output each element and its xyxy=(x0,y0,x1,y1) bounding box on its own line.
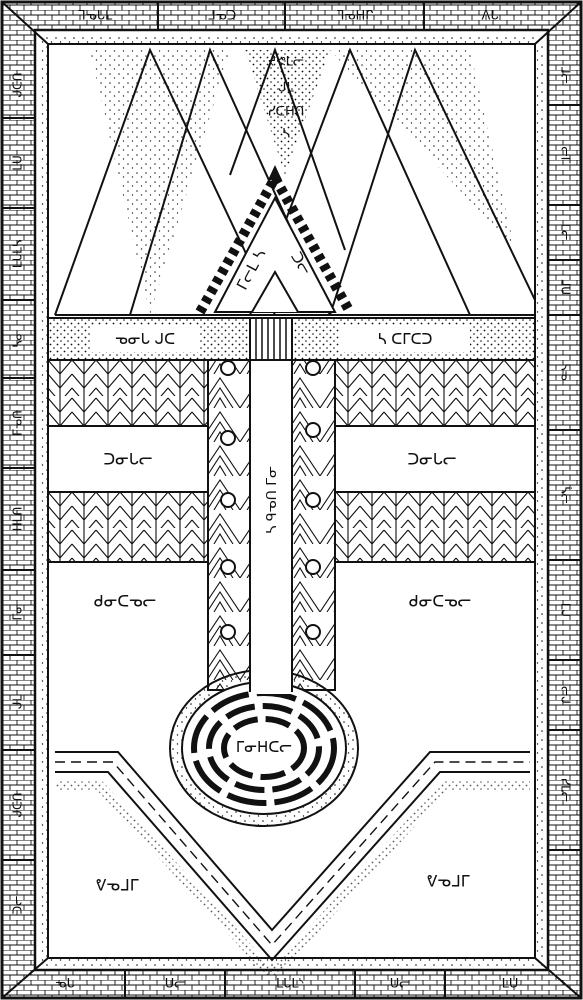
field-label-right-upper: ᑐᓂᒐᓕ xyxy=(408,450,457,469)
field-label-left-lower: ᑯᓂᑕᓀᓕ xyxy=(94,592,157,611)
border-right-label: ᒪᓕ xyxy=(559,224,573,241)
border-top-label: ᒣᓀᕼᒋ xyxy=(337,9,374,24)
bottom-label-left: ᕓᓀᒧᒥ xyxy=(95,876,138,895)
peak-label: ᓴ xyxy=(282,127,290,142)
border-right-label: ᒧᓕ xyxy=(559,66,573,84)
border-bottom-label: ᑌᓕ xyxy=(165,977,186,992)
band-label-left: ᓀᓂᒐ ᒍᑕ xyxy=(115,330,175,348)
road-label: ᓴ ᑫᓀᑎ ᒥᓂ xyxy=(264,466,280,534)
border-left-label: ᒪᑌ xyxy=(11,155,25,170)
border-top-label: ᐱᒐ xyxy=(481,9,498,24)
border-left-label: ᓴᓂ xyxy=(11,330,25,347)
peak-label: ᓯᑕᕼᑎ xyxy=(268,105,305,120)
border-right-label: ᓕᒥ xyxy=(559,147,573,164)
border-left-label: ᒥᓀᑎ xyxy=(11,410,25,436)
border-top-label: ᒣᓀᒐᒪ xyxy=(78,9,113,24)
border-left-label: ᒥᓂ xyxy=(11,604,25,621)
labyrinth-label: ᒥᓂᕼᑕᓕ xyxy=(236,738,292,756)
border-bottom-label: ᓀᒐ xyxy=(55,977,74,992)
border-left-label: ᑐᓕ xyxy=(11,896,25,915)
border-right-label: ᓯᒪᓕ xyxy=(559,778,573,802)
border-top-label: ᒧᓀᑐ xyxy=(208,9,237,24)
border-bottom-label: ᒪᒐᒪᔅ xyxy=(276,977,304,992)
border-right-label: ᓕᒍ xyxy=(559,686,573,704)
field-label-left-upper: ᑐᓂᒐᓕ xyxy=(104,450,153,469)
border-right-label: ᓴᓀ xyxy=(559,363,573,380)
border-left-label: ᒪᒐᒪᓴ xyxy=(11,240,25,268)
peak-label: ᔪᕙᒪᓕ xyxy=(268,55,304,70)
border-left-label: ᒍᒪ xyxy=(11,695,25,710)
border-right-label: ᓵᓕ xyxy=(559,486,573,503)
border-left-label: ᒍᑕᑎ xyxy=(11,72,25,97)
border-right-label: ᒪᒍ xyxy=(559,603,573,617)
border-left-label: ᕼᒪᑎ xyxy=(11,507,25,532)
field-label-right-lower: ᑯᓂᑕᓀᓕ xyxy=(409,592,472,611)
border-right-label: ᒧᑌ xyxy=(559,279,573,295)
bottom-label-right: ᕓᓀᒧᒥ xyxy=(426,872,469,891)
border-left-label: ᒍᑕᑎ xyxy=(11,792,25,817)
border-bottom-label: ᑌᓕ xyxy=(390,977,411,992)
border-bottom-label: ᒪᑌ xyxy=(502,977,519,992)
peak-label: ᒍᒪ xyxy=(278,81,294,96)
band-label-right: ᓴ ᑕᒥᑕᑐ xyxy=(377,330,432,348)
